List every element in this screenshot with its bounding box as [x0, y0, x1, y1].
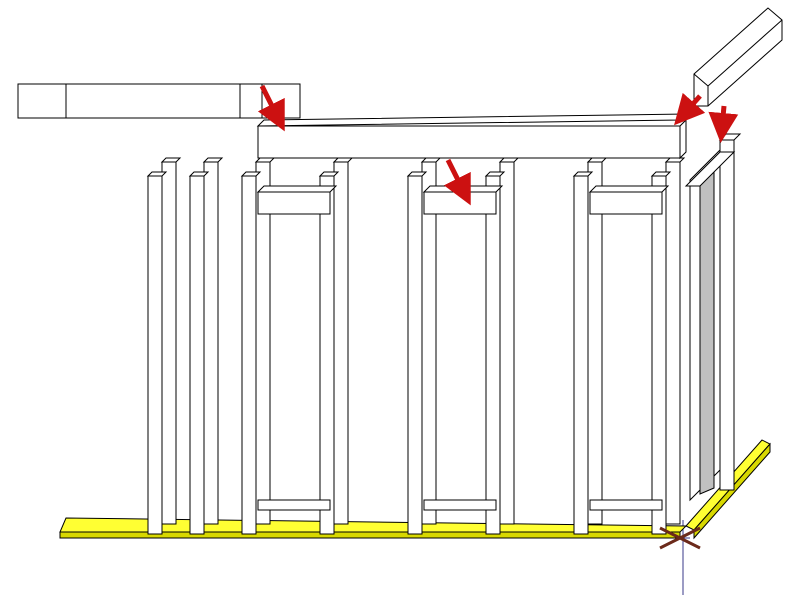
sill-2: [423, 499, 497, 511]
stud-7: [572, 157, 608, 535]
stud-8: [650, 157, 686, 535]
arrows: [257, 84, 739, 206]
top-plate-piece-left: [17, 83, 301, 119]
corner-marker: [659, 526, 701, 550]
sill-1: [257, 499, 331, 511]
arrow-top-plate-left: [257, 84, 285, 132]
arrow-corner-post: [708, 105, 739, 143]
studs: [146, 157, 686, 535]
corner-post: [684, 133, 742, 502]
stud-1: [146, 157, 182, 535]
sill-3: [589, 499, 663, 511]
stud-5: [406, 157, 442, 535]
top-plate: [256, 113, 688, 160]
header-1: [256, 185, 338, 215]
stud-6: [484, 157, 520, 535]
stud-4: [318, 157, 354, 535]
arrow-top-plate-right: [674, 92, 706, 126]
arrow-header: [443, 158, 471, 206]
top-plate-piece-right: [693, 7, 783, 107]
stud-2: [188, 157, 224, 535]
header-3: [588, 185, 670, 215]
